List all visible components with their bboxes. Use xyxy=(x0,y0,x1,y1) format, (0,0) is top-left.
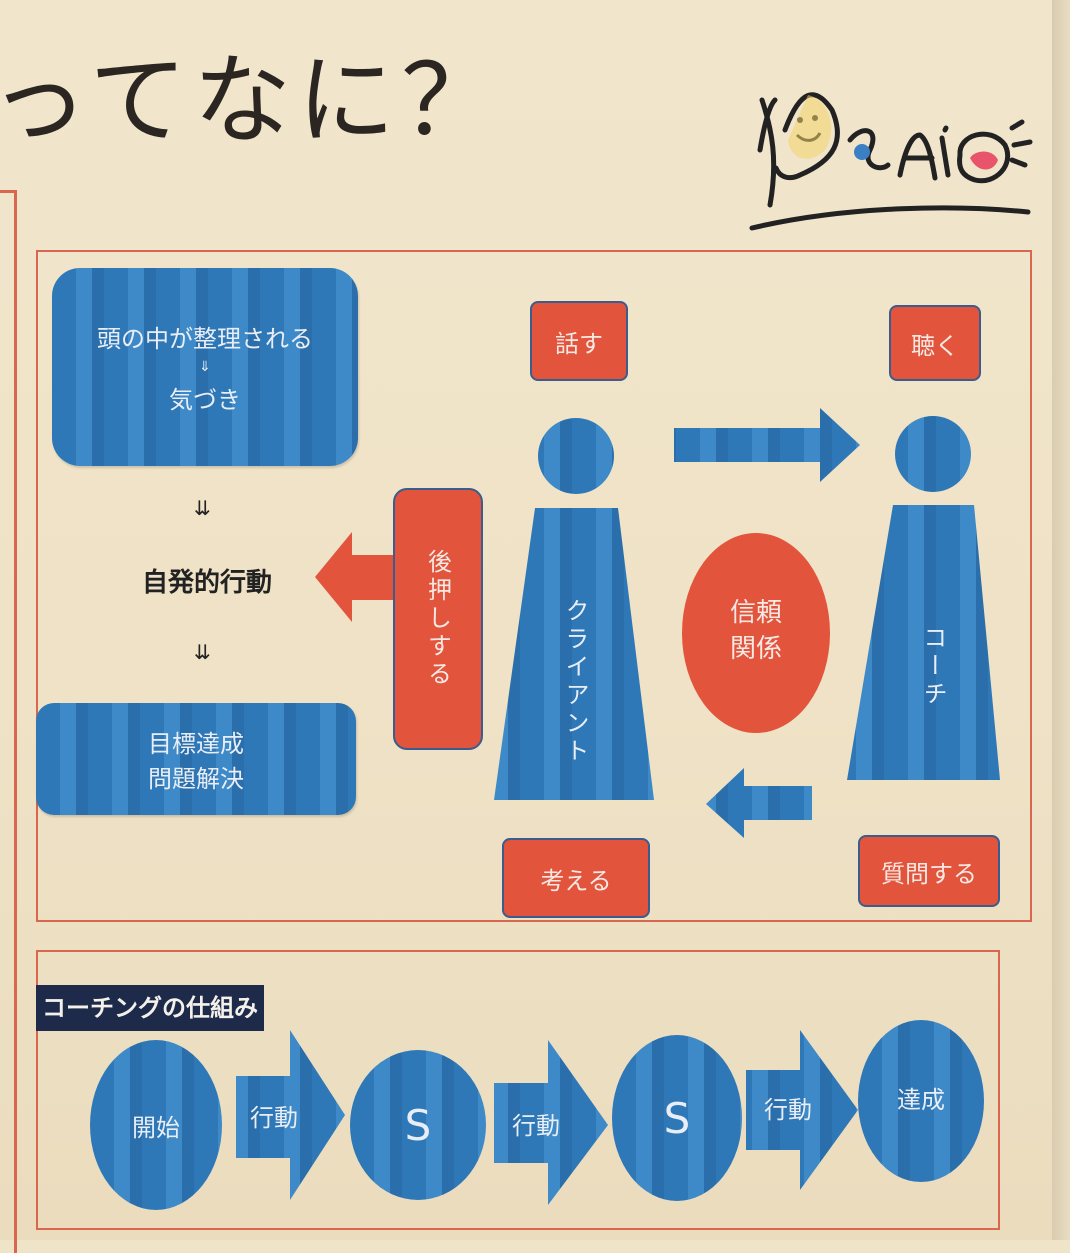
awareness-text: 気づき xyxy=(169,386,241,414)
push-text: 後押しする xyxy=(423,549,452,689)
mechanism-arrow-2 xyxy=(494,1040,608,1205)
action-text-2: 行動 xyxy=(512,1112,560,1140)
listen-box: 聴く xyxy=(889,305,981,381)
start-circle: 開始 xyxy=(90,1040,222,1210)
trust-text: 信頼 xyxy=(729,598,782,628)
client-body xyxy=(494,508,654,800)
down-arrow-2: ⇊ xyxy=(194,640,211,664)
talk-box: 話す xyxy=(530,301,628,381)
mechanism-frame xyxy=(36,950,1000,1230)
mechanism-title: コーチングの仕組み xyxy=(36,985,264,1031)
push-arrow-shape xyxy=(315,532,398,622)
question-to-think-arrow xyxy=(706,768,812,838)
action-text-3: 行動 xyxy=(764,1096,812,1124)
relationship-text: 関係 xyxy=(729,634,782,664)
organize-text: 頭の中が整理される xyxy=(97,325,313,353)
mechanism-arrow-1 xyxy=(236,1030,345,1200)
paper-edge xyxy=(1052,0,1070,1240)
page-heading: ってなに？ xyxy=(0,44,506,158)
coach-body xyxy=(847,505,1000,780)
achieve-text: 達成 xyxy=(897,1086,945,1114)
talk-text: 話す xyxy=(555,329,603,358)
coach-text: コーチ xyxy=(919,625,947,709)
goal-box: 目標達成 問題解決 xyxy=(36,703,356,815)
trust-text-block: 信頼 関係 xyxy=(702,595,810,667)
question-box: 質問する xyxy=(858,835,1000,907)
step-text-1: S xyxy=(404,1100,432,1150)
client-text: クライアント xyxy=(561,598,589,766)
push-box: 後押しする xyxy=(393,488,483,750)
left-border-line xyxy=(0,190,17,1253)
step-circle-2: S xyxy=(612,1035,742,1201)
achieve-circle: 達成 xyxy=(858,1020,984,1182)
question-text: 質問する xyxy=(881,859,977,888)
talk-to-listen-arrow xyxy=(674,408,860,482)
coach-head xyxy=(895,416,971,492)
listen-text: 聴く xyxy=(911,331,959,360)
mechanism-arrow-3 xyxy=(746,1030,858,1190)
client-head xyxy=(538,418,614,494)
goal-text: 目標達成 xyxy=(148,730,244,758)
down-arrow-small: ⇓ xyxy=(199,359,211,375)
problem-text: 問題解決 xyxy=(148,765,244,793)
start-text: 開始 xyxy=(132,1113,180,1142)
coaching-diagram-frame xyxy=(36,250,1032,922)
step-circle-1: S xyxy=(350,1050,486,1200)
down-arrow-1: ⇊ xyxy=(194,496,211,520)
action-text-1: 行動 xyxy=(250,1104,298,1132)
signature-logo xyxy=(749,92,1033,231)
trust-oval xyxy=(682,533,830,733)
spontaneous-action-text: 自発的行動 xyxy=(142,568,273,598)
step-text-2: S xyxy=(663,1093,691,1143)
think-text: 考える xyxy=(540,866,612,895)
think-box: 考える xyxy=(502,838,650,918)
awareness-box: 頭の中が整理される ⇓ 気づき xyxy=(52,268,358,466)
